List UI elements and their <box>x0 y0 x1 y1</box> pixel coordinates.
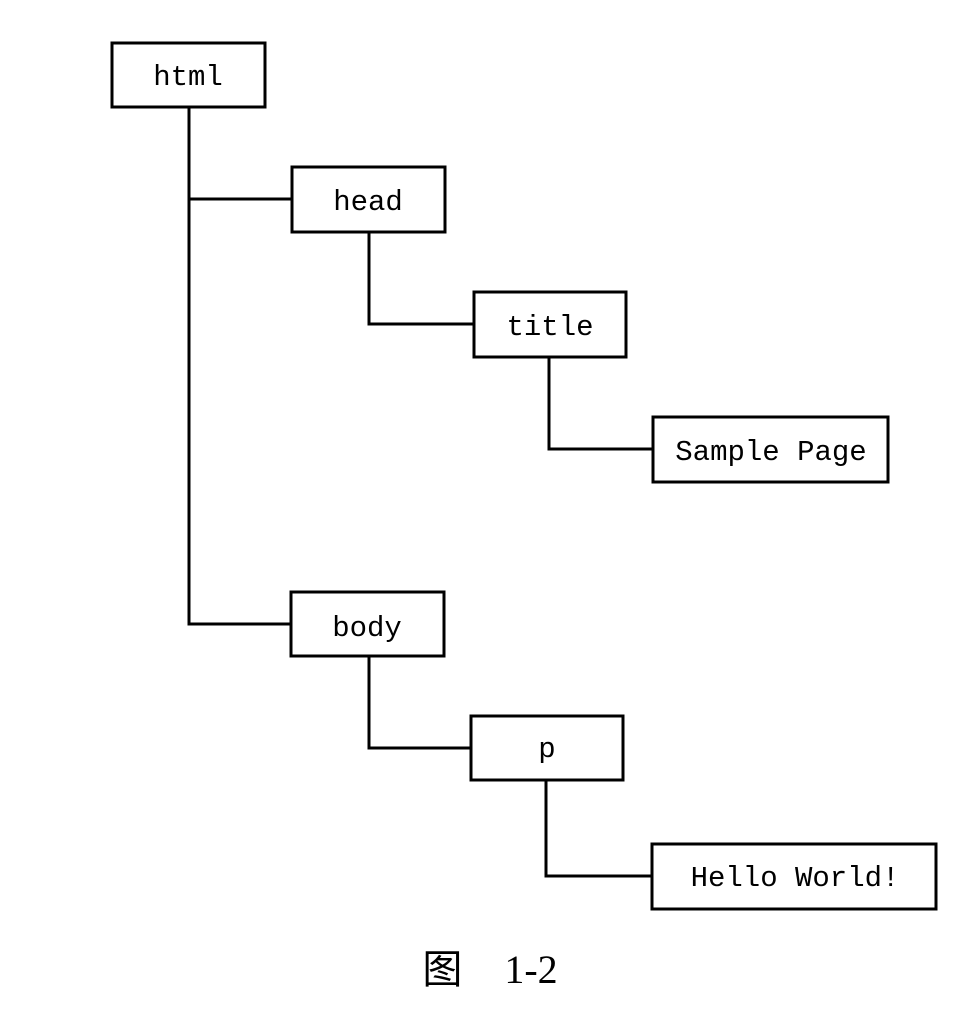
node-title-label: title <box>506 311 593 344</box>
figure-caption: 图 1-2 <box>0 944 980 996</box>
connector-p-text <box>544 781 652 878</box>
node-title: title <box>472 290 628 359</box>
node-p-label: p <box>538 733 555 766</box>
node-title-text-box <box>651 415 890 484</box>
node-p-box <box>469 714 625 782</box>
figure-caption-number: 1-2 <box>504 947 558 992</box>
node-body-box <box>289 590 446 658</box>
node-html: html <box>110 41 267 109</box>
node-head-box <box>290 165 447 234</box>
node-p-text-box <box>650 842 938 911</box>
node-p: p <box>469 714 625 782</box>
node-title-box <box>472 290 628 359</box>
node-head: head <box>290 165 447 234</box>
node-title-text: Sample Page <box>651 415 890 484</box>
node-p-text: Hello World! <box>650 842 938 911</box>
connector-title-text <box>547 358 653 451</box>
connector-html-head <box>187 108 292 201</box>
node-html-label: html <box>153 61 223 94</box>
node-body: body <box>289 590 446 658</box>
node-html-box <box>110 41 267 109</box>
connector-body-p <box>367 657 471 750</box>
node-title-text-label: Sample Page <box>675 436 866 469</box>
node-body-label: body <box>332 612 402 645</box>
connector-html-body <box>187 199 291 626</box>
node-head-label: head <box>333 186 403 219</box>
connector-head-title <box>367 233 474 326</box>
figure-caption-prefix: 图 <box>422 947 463 992</box>
node-p-text-label: Hello World! <box>691 862 900 895</box>
